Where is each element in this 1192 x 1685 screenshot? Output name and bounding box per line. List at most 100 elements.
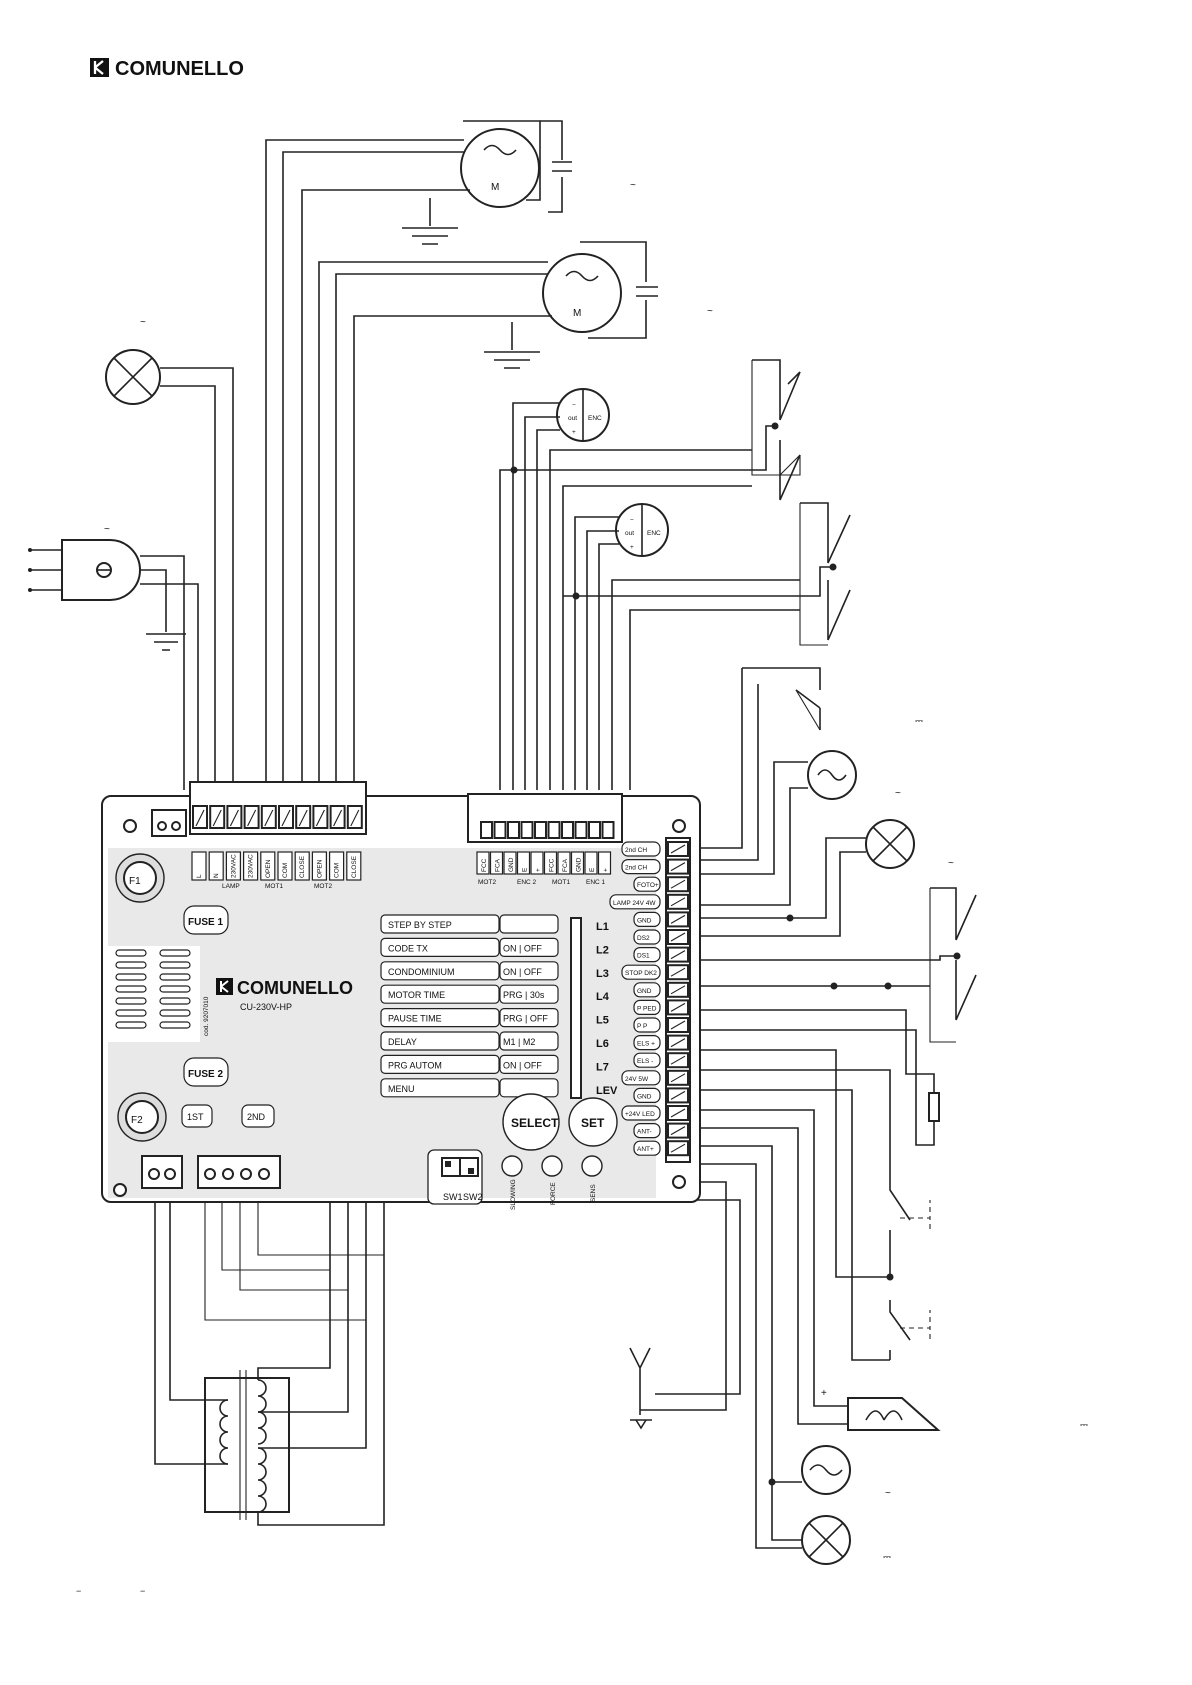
- io-terminal-label: 24V 5W: [625, 1076, 649, 1083]
- select-button[interactable]: SELECT: [502, 1093, 560, 1151]
- led-label: LEV: [596, 1085, 618, 1097]
- encoder-group-label: ENC 1: [586, 879, 606, 886]
- resistor: [690, 1009, 940, 1146]
- io-terminal-label: 2nd CH: [625, 847, 647, 854]
- lock-plus: +: [821, 1388, 827, 1399]
- terminal-group-label: MOT1: [265, 883, 283, 890]
- fuse-1-button: FUSE 1: [183, 905, 229, 935]
- menu-label: DELAY: [388, 1037, 417, 1047]
- encoder-terminal-label: GND: [576, 857, 583, 872]
- sw1-label: SW1: [443, 1192, 463, 1202]
- led-label: L3: [596, 968, 609, 980]
- encoder-terminal: [480, 821, 493, 839]
- motor-2: M ~: [484, 241, 713, 369]
- io-terminal-label: ANT+: [637, 1146, 654, 1153]
- menu-value: ON | OFF: [503, 967, 542, 977]
- terminal-label: 230VAC: [230, 854, 237, 878]
- io-terminal-label: DS2: [637, 935, 650, 942]
- menu-label: PRG AUTOM: [388, 1060, 442, 1070]
- encoder-terminal: [507, 821, 520, 839]
- fuse-2-text: FUSE 2: [188, 1069, 223, 1080]
- encoder-2-plus: +: [630, 544, 634, 551]
- board-logo-text: COMUNELLO: [237, 978, 353, 998]
- motor-2-ac: ~: [707, 306, 713, 317]
- terminal-label: CLOSE: [351, 855, 358, 878]
- lamp-24v: ~: [690, 819, 954, 937]
- antenna: [629, 1181, 741, 1430]
- encoder-terminal: [601, 821, 615, 839]
- board-code: cod. 9207010: [203, 996, 210, 1036]
- encoder-terminal: [588, 821, 601, 839]
- encoder-terminal-label: FCC: [549, 858, 556, 872]
- transformer: [154, 1185, 385, 1526]
- io-terminal-label: P PED: [637, 1005, 657, 1012]
- board-logo: COMUNELLO CU-230V-HP: [216, 978, 353, 1012]
- encoder-2: out ENC − +: [574, 503, 669, 790]
- flash-ac-symbol: ~: [895, 788, 901, 799]
- motor-1-label: M: [491, 182, 499, 193]
- led-lamp-dc: ⎓: [883, 1552, 891, 1563]
- trimmer-force[interactable]: FORCE: [541, 1155, 563, 1205]
- terminal-label: CLOSE: [299, 855, 306, 878]
- encoder-terminal-label: E: [522, 867, 529, 872]
- io-terminal-label: STOP DK2: [625, 970, 657, 977]
- encoder-group-label: MOT1: [552, 879, 570, 886]
- encoder-1-out: out: [568, 415, 577, 422]
- motor-2-label: M: [573, 308, 581, 319]
- lamp-24v-ac: ~: [948, 858, 954, 869]
- fuse-f2: F2: [117, 1092, 167, 1142]
- limit-switches-1: [499, 359, 801, 790]
- menu-label: MOTOR TIME: [388, 990, 445, 1000]
- encoder-2-enc: ENC: [647, 530, 661, 537]
- terminal-label: COM: [282, 863, 289, 878]
- push-buttons: [690, 1049, 931, 1361]
- encoder-terminal-label: +: [603, 868, 610, 872]
- mains-ac: ~: [104, 524, 110, 535]
- encoder-terminal-label: E: [589, 867, 596, 872]
- terminal-label: COM: [334, 863, 341, 878]
- led-label: L6: [596, 1038, 609, 1050]
- encoder-1: out ENC − +: [512, 388, 610, 790]
- led-lamp: ⎓: [690, 1163, 891, 1565]
- menu-row: PRG AUTOM ON | OFF L7: [380, 1054, 609, 1075]
- trimmer-sens[interactable]: SENS: [581, 1155, 603, 1202]
- tap-2nd-label: 2ND: [247, 1112, 266, 1122]
- motor-1-ac: ~: [630, 180, 636, 191]
- set-button[interactable]: SET: [568, 1097, 618, 1147]
- tap-1st-label: 1ST: [187, 1112, 204, 1122]
- fuse-2-button: FUSE 2: [183, 1057, 229, 1087]
- encoder-terminal-label: +: [535, 868, 542, 872]
- sw2-label: SW2: [463, 1192, 483, 1202]
- led-label: L4: [596, 991, 610, 1003]
- select-label: SELECT: [511, 1116, 559, 1130]
- io-terminal-label: DS1: [637, 953, 650, 960]
- dip-switches[interactable]: SW1 SW2: [427, 1149, 483, 1205]
- slowing-label: SLOWING: [510, 1179, 517, 1210]
- encoder-1-enc: ENC: [588, 415, 602, 422]
- menu-value: PRG | OFF: [503, 1014, 548, 1024]
- flash-24v-ac: ~: [885, 1488, 891, 1499]
- lock-dc: ⎓: [1080, 1420, 1088, 1431]
- safety-switches: [690, 887, 977, 1043]
- trimmer-slowing[interactable]: SLOWING: [501, 1155, 523, 1210]
- encoder-terminal: [520, 821, 534, 839]
- terminal-group-label: LAMP: [222, 883, 240, 890]
- io-terminal-label: ANT-: [637, 1129, 652, 1136]
- limit-switches-2: [563, 502, 851, 790]
- fuse-f1: F1: [115, 853, 165, 903]
- menu-value: M1 | M2: [503, 1037, 535, 1047]
- footer-mark-1: −: [76, 1586, 81, 1596]
- encoder-terminal-label: GND: [508, 857, 515, 872]
- key-switch-dc: ⎓: [915, 716, 923, 727]
- menu-value: PRG | 30s: [503, 990, 545, 1000]
- led-label: L5: [596, 1015, 609, 1027]
- encoder-group-label: ENC 2: [517, 879, 537, 886]
- fuse-1-text: FUSE 1: [188, 917, 223, 928]
- io-terminal-label: FOTO+: [637, 882, 659, 889]
- menu-value: ON | OFF: [503, 1060, 542, 1070]
- menu-value: ON | OFF: [503, 943, 542, 953]
- led-label: L7: [596, 1061, 609, 1073]
